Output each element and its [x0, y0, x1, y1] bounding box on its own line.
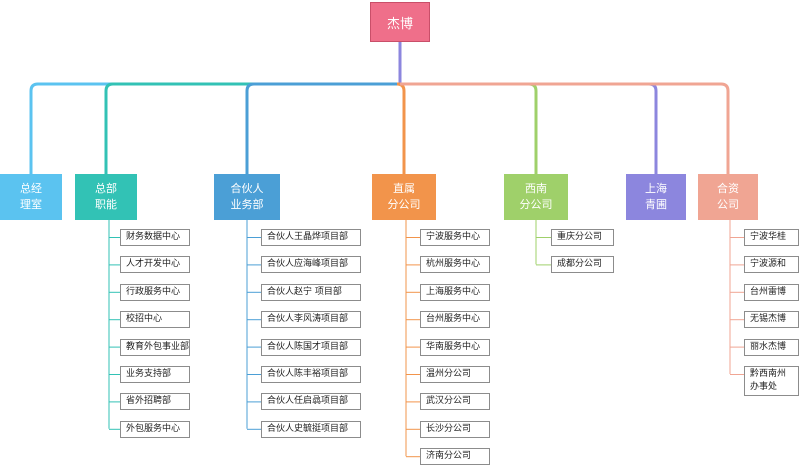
org-item[interactable]: 宁波服务中心	[420, 229, 490, 246]
root-node[interactable]: 杰博	[370, 2, 430, 42]
org-item[interactable]: 华南服务中心	[420, 338, 490, 356]
org-item[interactable]: 业务支持部	[120, 366, 190, 383]
department-label-line: 理室	[20, 198, 42, 211]
department-label-line: 分公司	[387, 198, 421, 211]
org-item[interactable]: 宁波源和	[744, 256, 799, 274]
org-item[interactable]: 校招中心	[120, 311, 190, 329]
department-label-line: 直属	[393, 182, 415, 195]
branch-connector	[400, 82, 730, 174]
root-label: 杰博	[386, 16, 413, 32]
branch-connector	[396, 82, 406, 174]
org-item[interactable]: 合伙人陈丰裕项目部	[261, 366, 361, 383]
department-label-line: 公司	[717, 198, 739, 211]
org-item[interactable]: 合伙人任启骉项目部	[261, 393, 361, 411]
department-label-line: 西南	[525, 182, 547, 195]
org-item[interactable]: 省外招聘部	[120, 393, 190, 411]
org-item[interactable]: 丽水杰博	[744, 338, 799, 356]
branch-connector	[29, 82, 400, 174]
department-label-line: 总部	[95, 182, 117, 195]
org-item[interactable]: 合伙人李风涛项目部	[261, 311, 361, 329]
branch-connector	[400, 82, 658, 174]
org-item[interactable]: 合伙人赵宁 项目部	[261, 283, 361, 301]
org-item[interactable]: 无锡杰博	[744, 311, 799, 329]
department-label-line: 上海	[645, 182, 667, 195]
department-label-line: 青圃	[645, 198, 667, 211]
org-item[interactable]: 台州雷博	[744, 283, 799, 301]
department-node[interactable]: 合伙人业务部	[214, 174, 280, 220]
branch-connector	[104, 82, 400, 174]
branch-connector	[245, 82, 400, 174]
org-item[interactable]: 温州分公司	[420, 366, 490, 383]
org-item[interactable]: 行政服务中心	[120, 283, 190, 301]
branch-connector	[400, 82, 538, 174]
department-node[interactable]: 总部职能	[75, 174, 137, 220]
department-node[interactable]: 西南分公司	[504, 174, 568, 220]
department-node[interactable]: 上海青圃	[626, 174, 686, 220]
department-label-line: 分公司	[519, 198, 553, 211]
org-item[interactable]: 武汉分公司	[420, 393, 490, 411]
org-item[interactable]: 合伙人王晶烨项目部	[261, 229, 361, 246]
org-item[interactable]: 成都分公司	[551, 256, 614, 274]
org-item[interactable]: 财务数据中心	[120, 229, 190, 246]
department-label-line: 合伙人	[230, 182, 264, 195]
org-item[interactable]: 合伙人应海峰项目部	[261, 256, 361, 274]
org-item[interactable]: 宁波华桂	[744, 229, 799, 246]
org-item[interactable]: 外包服务中心	[120, 420, 190, 438]
department-label-line: 总经	[20, 182, 42, 195]
org-item[interactable]: 上海服务中心	[420, 283, 490, 301]
org-item[interactable]: 人才开发中心	[120, 256, 190, 274]
department-node[interactable]: 直属分公司	[372, 174, 436, 220]
org-item[interactable]: 杭州服务中心	[420, 256, 490, 274]
org-item[interactable]: 台州服务中心	[420, 311, 490, 329]
org-item[interactable]: 长沙分公司	[420, 420, 490, 438]
department-label-line: 职能	[95, 198, 117, 211]
org-item[interactable]: 教育外包事业部	[120, 338, 190, 356]
department-node[interactable]: 合资公司	[698, 174, 758, 220]
org-item[interactable]: 黔西南州办事处	[744, 366, 799, 396]
department-node[interactable]: 总经理室	[0, 174, 62, 220]
org-item[interactable]: 合伙人陈国才项目部	[261, 338, 361, 356]
org-item[interactable]: 济南分公司	[420, 448, 490, 466]
department-label-line: 业务部	[230, 198, 264, 211]
department-label-line: 合资	[717, 182, 739, 195]
org-item[interactable]: 重庆分公司	[551, 229, 614, 246]
org-item[interactable]: 合伙人史毓挺项目部	[261, 420, 361, 438]
